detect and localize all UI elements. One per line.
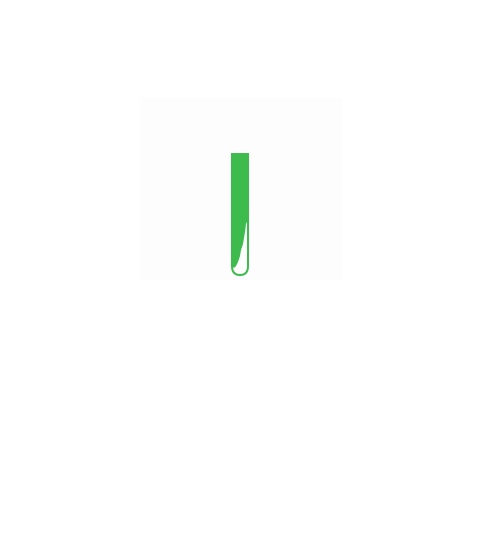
tube-outline: [231, 205, 249, 277]
tube-drip: [231, 215, 249, 268]
tube-fill: [231, 153, 249, 215]
